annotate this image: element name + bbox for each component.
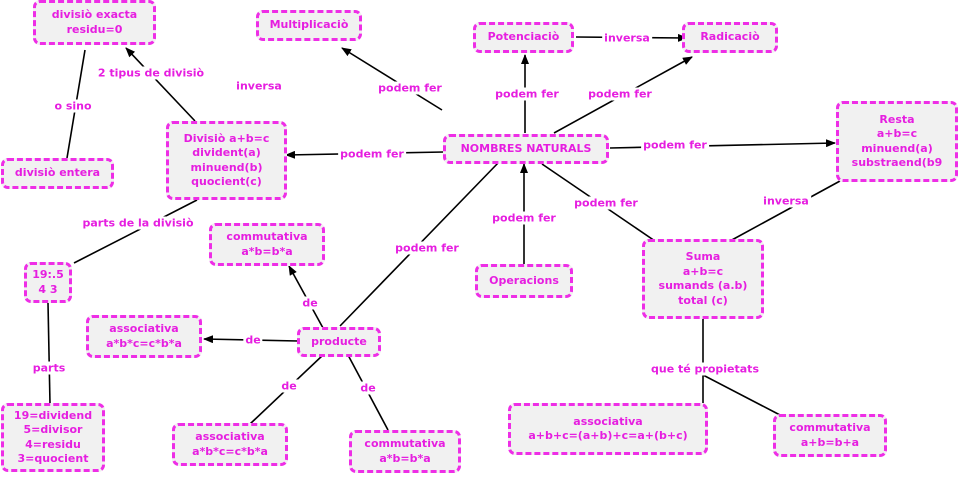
label-parts: parts [30, 361, 68, 375]
label-dos-tipus: 2 tipus de divisiò [95, 66, 207, 80]
label-inversa-pot: inversa [602, 31, 652, 45]
node-nombres-naturals: NOMBRES NATURALS [443, 134, 609, 164]
node-associativa-prod-bottom: associativa a*b*c=c*b*a [172, 423, 288, 466]
label-que-te-propietats: que té propietats [649, 362, 761, 376]
node-suma: Suma a+b=c sumands (a.b) total (c) [642, 239, 764, 319]
node-divisio: Divisiò a+b=c divident(a) minuend(b) quo… [166, 121, 287, 200]
node-associativa-prod-left: associativa a*b*c=c*b*a [86, 315, 202, 358]
node-divisio-example: 19:.5 4 3 [24, 262, 72, 303]
node-producte: producte [297, 327, 381, 357]
label-inversa-resta: inversa [761, 194, 811, 208]
node-divisio-exacta: divisiò exacta residu=0 [33, 0, 156, 45]
node-potenciacio: Potenciaciò [473, 22, 574, 53]
label-parts-divisio: parts de la divisiò [80, 216, 196, 230]
node-associativa-suma: associativa a+b+c=(a+b)+c=a+(b+c) [508, 403, 708, 455]
label-podem-fer-suma: podem fer [572, 196, 640, 210]
label-podem-fer-op: podem fer [490, 211, 558, 225]
label-inversa-mult: inversa [234, 79, 284, 93]
node-resta: Resta a+b=c minuend(a) substraend(b9 [836, 101, 958, 182]
node-commutativa-prod-top: commutativa a*b=b*a [209, 223, 325, 266]
node-commutativa-suma: commutativa a+b=b+a [773, 414, 887, 457]
node-multiplicacio: Multiplicaciò [256, 10, 362, 41]
label-de-bottom-right: de [358, 381, 378, 395]
node-commutativa-prod-bottom: commutativa a*b=b*a [349, 430, 461, 473]
node-operacions: Operacions [475, 264, 573, 298]
label-de-left: de [243, 333, 263, 347]
label-de-top: de [300, 296, 320, 310]
node-divisio-entera: divisiò entera [1, 158, 114, 189]
label-podem-fer-resta: podem fer [641, 138, 709, 152]
node-divisio-parts: 19=dividend 5=divisor 4=residu 3=quocien… [1, 403, 105, 472]
node-radicacio: Radicaciò [682, 22, 778, 53]
label-podem-fer-pot: podem fer [493, 87, 561, 101]
label-podem-fer-prod: podem fer [393, 241, 461, 255]
label-de-bottom-left: de [279, 379, 299, 393]
label-podem-fer-mult: podem fer [376, 81, 444, 95]
label-podem-fer-div: podem fer [338, 147, 406, 161]
label-podem-fer-rad: podem fer [586, 87, 654, 101]
label-o-sino: o sino [52, 99, 94, 113]
